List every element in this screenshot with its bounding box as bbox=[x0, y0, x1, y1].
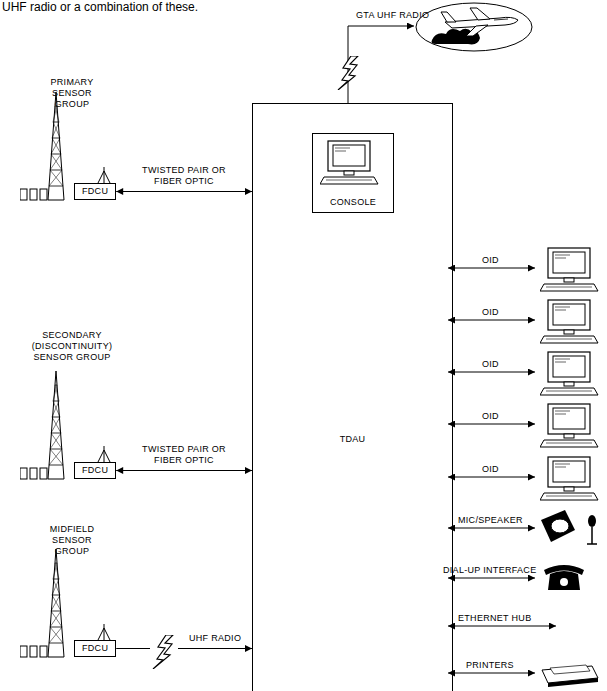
group-name: SECONDARY (DISCONTINUITY) SENSOR GROUP bbox=[22, 330, 122, 363]
link-line bbox=[116, 648, 252, 649]
link-label: GTA UHF RADIO bbox=[356, 10, 429, 21]
clipped-note: UHF radio or a combination of these. bbox=[2, 0, 198, 14]
link-label: TWISTED PAIR OR FIBER OPTIC bbox=[141, 444, 227, 466]
mic-speaker-icon bbox=[541, 510, 597, 544]
oid-terminal-icon bbox=[540, 352, 598, 395]
port-label: OID bbox=[482, 255, 499, 266]
peripheral-links bbox=[448, 268, 556, 673]
port-label: DIAL-UP INTERFACE bbox=[443, 565, 536, 576]
aircraft-illustration bbox=[416, 3, 532, 51]
oid-terminal-icon bbox=[540, 457, 598, 500]
port-label: OID bbox=[482, 359, 499, 370]
console-box: CONSOLE bbox=[312, 133, 394, 213]
port-label: OID bbox=[482, 464, 499, 475]
radio-link-symbol bbox=[338, 56, 358, 90]
oid-terminal-icon bbox=[540, 300, 598, 343]
oid-terminal-icon bbox=[540, 248, 598, 291]
console-computer-icon bbox=[320, 141, 378, 184]
telephone-icon bbox=[544, 565, 584, 590]
node-text: FDCU bbox=[82, 465, 108, 476]
link-line bbox=[116, 470, 252, 471]
group-name: PRIMARY SENSOR GROUP bbox=[36, 77, 108, 110]
port-label: ETHERNET HUB bbox=[458, 613, 531, 624]
node-text: FDCU bbox=[82, 186, 108, 197]
port-label: OID bbox=[482, 307, 499, 318]
radio-line bbox=[348, 26, 414, 103]
node-text: CONSOLE bbox=[313, 197, 393, 208]
printer-icon bbox=[542, 665, 598, 687]
link-line bbox=[116, 191, 252, 192]
radio-link-symbol bbox=[153, 635, 173, 669]
fdcu-box: FDCU bbox=[74, 640, 116, 657]
fdcu-box: FDCU bbox=[74, 462, 116, 479]
port-label: PRINTERS bbox=[466, 660, 514, 671]
port-label: MIC/SPEAKER bbox=[458, 515, 523, 526]
group-name: MIDFIELD SENSOR GROUP bbox=[36, 524, 108, 557]
link-label: TWISTED PAIR OR FIBER OPTIC bbox=[141, 165, 227, 187]
port-label: OID bbox=[482, 411, 499, 422]
node-text: FDCU bbox=[82, 643, 108, 654]
link-label: UHF RADIO bbox=[189, 633, 241, 644]
node-text: TDAU bbox=[253, 434, 452, 445]
fdcu-box: FDCU bbox=[74, 183, 116, 200]
oid-terminal-icon bbox=[540, 404, 598, 447]
tdau-unit: TDAU CONSOLE bbox=[252, 103, 453, 691]
